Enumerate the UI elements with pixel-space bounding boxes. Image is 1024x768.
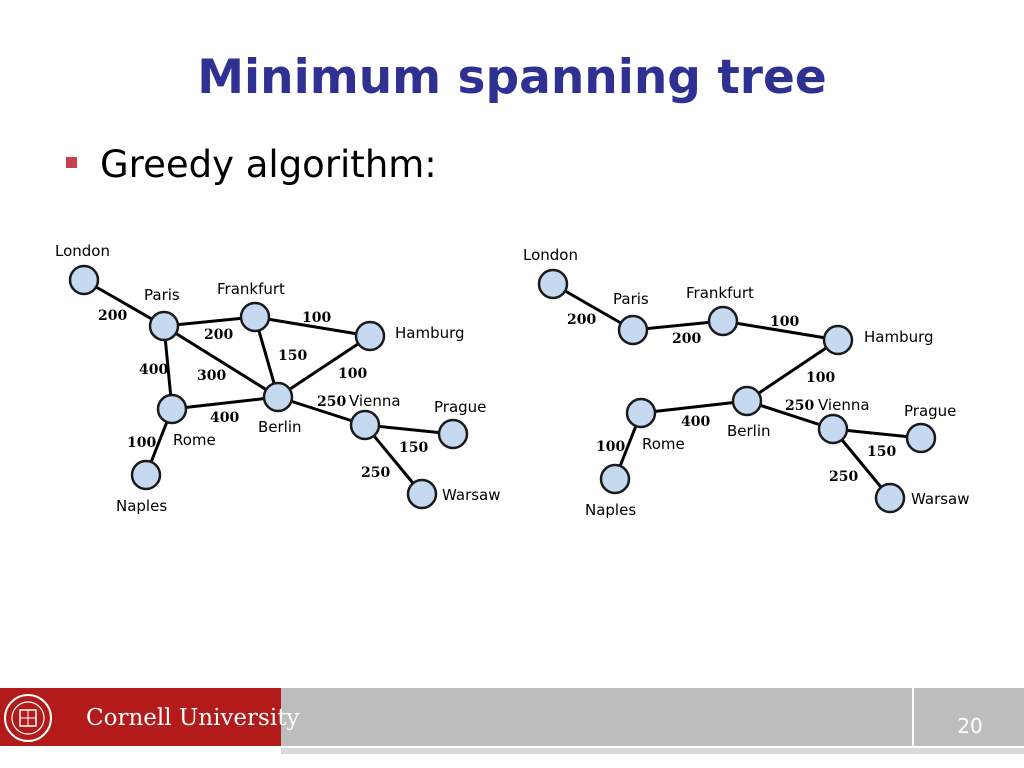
full-graph-label-frankfurt: Frankfurt <box>217 280 285 298</box>
spanning-tree-node-vienna <box>817 413 849 445</box>
full-graph-label-rome: Rome <box>173 431 216 449</box>
spanning-tree-label-warsaw: Warsaw <box>911 490 970 508</box>
full-graph-weight-frankfurt-hamburg: 100 <box>302 310 331 326</box>
spanning-tree-edge-hamburg-berlin <box>746 338 839 403</box>
full-graph-label-berlin: Berlin <box>258 418 302 436</box>
spanning-tree-edge-frankfurt-hamburg <box>722 319 839 342</box>
spanning-tree-node-rome <box>625 397 657 429</box>
full-graph-node-berlin <box>262 381 294 413</box>
spanning-tree-weight-hamburg-berlin: 100 <box>806 370 835 386</box>
full-graph-node-hamburg <box>354 320 386 352</box>
full-graph-node-frankfurt <box>239 301 271 333</box>
graphs-canvas: 200 200 100 400 300 150 100 400 100 250 150 250 Lond… <box>55 242 970 519</box>
full-graph-edge-frankfurt-hamburg <box>254 315 371 338</box>
full-graph-edge-london-paris <box>83 278 165 328</box>
full-graph-weight-london-paris: 200 <box>98 308 127 324</box>
footer-divider <box>912 688 914 746</box>
spanning-tree-label-berlin: Berlin <box>727 422 771 440</box>
full-graph-node-warsaw <box>406 478 438 510</box>
full-graph-weight-paris-frankfurt: 200 <box>204 327 233 343</box>
spanning-tree-label-paris: Paris <box>613 290 649 308</box>
spanning-tree-node-frankfurt <box>707 305 739 337</box>
spanning-tree-weight-rome-berlin: 400 <box>681 414 710 430</box>
footer-bar <box>281 688 1024 746</box>
spanning-tree-node-warsaw <box>874 482 906 514</box>
full-graph-edge-hamburg-berlin <box>277 334 371 399</box>
full-graph-node-london <box>68 264 100 296</box>
cornell-seal-icon <box>4 694 52 742</box>
spanning-tree-label-prague: Prague <box>904 402 956 420</box>
full-graph-weight-frankfurt-berlin: 150 <box>278 348 307 364</box>
slide-title: Minimum spanning tree <box>197 50 827 105</box>
spanning-tree-weight-berlin-vienna: 250 <box>785 398 814 414</box>
spanning-tree-weight-vienna-warsaw: 250 <box>829 469 858 485</box>
full-graph-weight-berlin-vienna: 250 <box>317 394 346 410</box>
spanning-tree-edge-london-paris <box>552 282 634 332</box>
full-graph-weight-hamburg-berlin: 100 <box>338 366 367 382</box>
footer-brand-bar <box>0 688 281 746</box>
spanning-tree-weight-london-paris: 200 <box>567 312 596 328</box>
full-graph-label-hamburg: Hamburg <box>395 324 465 342</box>
full-graph-label-naples: Naples <box>116 497 167 515</box>
full-graph-node-rome <box>156 393 188 425</box>
full-graph-label-paris: Paris <box>144 286 180 304</box>
spanning-tree-weight-frankfurt-hamburg: 100 <box>770 314 799 330</box>
spanning-tree-weight-vienna-prague: 150 <box>867 444 896 460</box>
spanning-tree-node-prague <box>905 422 937 454</box>
spanning-tree-weight-paris-frankfurt: 200 <box>672 331 701 347</box>
full-graph-node-naples <box>130 459 162 491</box>
spanning-tree-label-frankfurt: Frankfurt <box>686 284 754 302</box>
spanning-tree-label-london: London <box>523 246 578 264</box>
spanning-tree-label-hamburg: Hamburg <box>864 328 934 346</box>
bullet-text: Greedy algorithm: <box>100 143 437 186</box>
full-graph-edge-rome-berlin <box>171 395 279 411</box>
spanning-tree-node-hamburg <box>822 324 854 356</box>
full-graph-weight-vienna-prague: 150 <box>399 440 428 456</box>
spanning-tree-edge-rome-berlin <box>640 399 748 415</box>
full-graph-weight-rome-naples: 100 <box>127 435 156 451</box>
full-graph-node-paris <box>148 310 180 342</box>
full-graph-label-prague: Prague <box>434 398 486 416</box>
full-graph-label-vienna: Vienna <box>349 392 401 410</box>
spanning-tree-node-london <box>537 268 569 300</box>
bullet-marker <box>66 157 77 168</box>
spanning-tree-label-naples: Naples <box>585 501 636 519</box>
institution-name: Cornell University <box>86 705 300 731</box>
full-graph-weight-paris-berlin: 300 <box>197 368 226 384</box>
spanning-tree-node-paris <box>617 314 649 346</box>
page-number: 20 <box>957 714 983 738</box>
spanning-tree-label-rome: Rome <box>642 435 685 453</box>
spanning-tree-weight-rome-naples: 100 <box>596 439 625 455</box>
full-graph-weight-rome-berlin: 400 <box>210 410 239 426</box>
spanning-tree-node-berlin <box>731 385 763 417</box>
spanning-tree-label-vienna: Vienna <box>818 396 870 414</box>
spanning-tree-node-naples <box>599 463 631 495</box>
full-graph-label-london: London <box>55 242 110 260</box>
full-graph-node-vienna <box>349 409 381 441</box>
full-graph-weight-vienna-warsaw: 250 <box>361 465 390 481</box>
footer-accent-line <box>281 748 1024 754</box>
full-graph-edge-paris-berlin <box>163 324 279 399</box>
full-graph-label-warsaw: Warsaw <box>442 486 501 504</box>
full-graph-weight-paris-rome: 400 <box>139 362 168 378</box>
full-graph-node-prague <box>437 418 469 450</box>
